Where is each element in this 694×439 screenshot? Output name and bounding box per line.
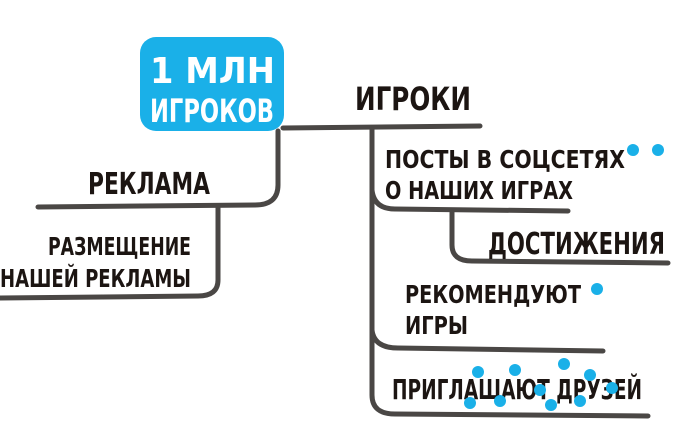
dot: [545, 399, 557, 411]
connector-players: [280, 123, 483, 131]
ads-child-line2: НАШЕЙ РЕКЛАМЫ: [0, 264, 191, 293]
connector-ads-child: [0, 205, 221, 301]
connector-posts: [369, 187, 571, 214]
posts-line2: О НАШИХ ИГРАХ: [385, 176, 573, 205]
dot: [472, 366, 484, 378]
root-node-box: [140, 37, 284, 131]
connector-players-trunk: [369, 125, 651, 419]
dot: [494, 395, 506, 407]
dot: [606, 382, 618, 394]
connector-ads: [35, 128, 281, 210]
dot: [558, 358, 570, 370]
dot: [509, 364, 521, 376]
dot: [464, 397, 476, 409]
posts-line1: ПОСТЫ В СОЦСЕТЯХ: [385, 145, 625, 174]
dot: [591, 283, 603, 295]
dot: [627, 144, 639, 156]
ads-child-line1: РАЗМЕЩЕНИЕ: [48, 232, 191, 261]
connector-recommend: [369, 327, 606, 354]
players-label: ИГРОКИ: [355, 80, 471, 118]
recommend-line1: РЕКОМЕНДУЮТ: [405, 280, 581, 309]
root-node-line1: 1 МЛН: [150, 51, 275, 92]
connector-achievements: [449, 209, 671, 266]
dot: [534, 384, 546, 396]
root-node-line2: ИГРОКОВ: [150, 92, 274, 130]
achievements-label: ДОСТИЖЕНИЯ: [488, 227, 665, 262]
dot: [652, 144, 664, 156]
recommend-line2: ИГРЫ: [405, 311, 468, 340]
dot: [584, 369, 596, 381]
ads-label: РЕКЛАМА: [88, 167, 211, 202]
decorative-dots: [464, 144, 664, 411]
invite-label: ПРИГЛАШАЮТ ДРУЗЕЙ: [392, 372, 642, 406]
dot: [574, 395, 586, 407]
